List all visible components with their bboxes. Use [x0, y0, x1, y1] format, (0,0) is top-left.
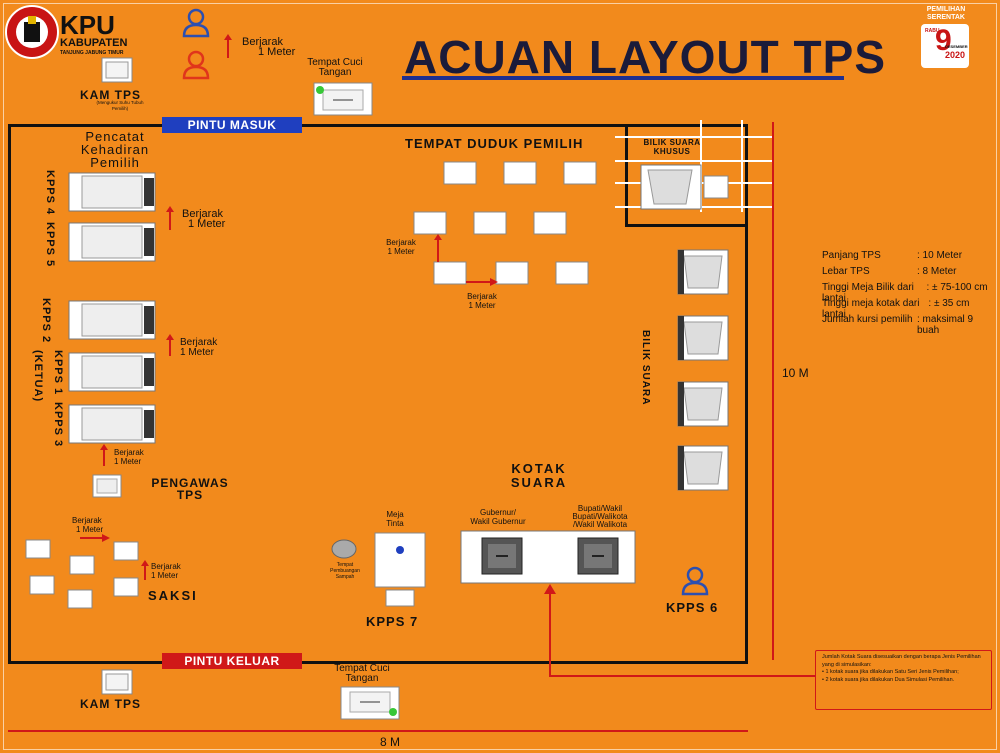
note-intro: Jumlah Kotak Suara disesuaikan dengan be…: [822, 654, 981, 668]
saksi-label: SAKSI: [148, 588, 198, 603]
pintu-keluar-door: PINTU KELUAR: [162, 653, 302, 669]
berjarak-label: Berjarak 1 Meter: [151, 562, 181, 580]
kpu-kabupaten-text: KABUPATEN: [60, 37, 128, 49]
pencatat-label: Pencatat Kehadiran Pemilih: [80, 129, 150, 170]
distance-arrow-icon: [224, 34, 232, 58]
trash-bin-icon: [331, 539, 357, 559]
distance-arrow-icon: [100, 444, 108, 466]
berjarak-label: Berjarak 1 Meter: [182, 208, 226, 230]
sampah-label: Tempat Pembuangan Sampah: [330, 562, 360, 580]
kpps2-desk: [68, 300, 156, 340]
bilik-suara-label: BILIK SUARA: [640, 330, 651, 406]
cuci-tangan-top-label: Tempat Cuci Tangan: [307, 57, 363, 78]
kam-tps-top-desk: [101, 57, 133, 83]
kpu-logo-text: KPU: [60, 10, 115, 40]
kpps5-label: KPPS 5: [44, 222, 56, 268]
ten-m-line: [772, 122, 774, 660]
meter-top-label: 1 Meter: [258, 46, 296, 58]
bupati-label: Bupati/Wakil Bupati/Walikota /Wakil Wali…: [572, 504, 628, 529]
bilik-khusus-enclosure: [625, 124, 745, 227]
distance-arrow-icon: [80, 534, 110, 542]
kpps1-label: KPPS 1: [52, 350, 64, 396]
spec-row: Tinggi Meja Bilik dari lantai: ± 75-100 …: [822, 282, 988, 304]
pemilihan-serentak-badge: PEMILIHAN SERENTAK RABU 9 DESEMBER 2020: [915, 6, 977, 76]
note-bullet: • 2 kotak suara jika dilakukan Dua Simul…: [822, 676, 955, 683]
ballot-box-table: [460, 530, 636, 584]
ballot-note-box: Jumlah Kotak Suara disesuaikan dengan be…: [815, 650, 992, 710]
meja-tinta-desk: [374, 532, 426, 607]
ketua-label: (KETUA): [32, 350, 44, 403]
distance-arrow-icon: [166, 334, 174, 356]
spec-row: Panjang TPS: 10 Meter: [822, 250, 963, 261]
kpps7-label: KPPS 7: [366, 614, 419, 629]
spec-row: Jumlah kursi pemilih: maksimal 9 buah: [822, 314, 974, 336]
pintu-masuk-door: PINTU MASUK: [162, 117, 302, 133]
bilik-khusus-booth: [640, 164, 729, 210]
distance-arrow-icon: [434, 234, 442, 262]
kam-tps-top-note: (Mengukur Suhu Tubuh Pemilih): [96, 100, 144, 111]
distance-arrow-icon: [166, 206, 174, 230]
kpps2-label: KPPS 2: [40, 298, 52, 344]
tempat-duduk-label: TEMPAT DUDUK PEMILIH: [405, 136, 584, 151]
eight-m-line: [8, 730, 748, 732]
berjarak-label: Berjarak 1 Meter: [180, 337, 218, 358]
kpps1-desk: [68, 352, 156, 392]
voter-seats: [413, 161, 597, 285]
partition-post-2: [741, 120, 743, 212]
ballot-note-arrow: [544, 584, 815, 677]
distance-arrow-icon: [141, 560, 149, 580]
kpps3-desk: [68, 404, 156, 444]
partition-line-1: [615, 136, 773, 138]
berjarak-label: Berjarak 1 Meter: [72, 516, 104, 534]
outer-frame: [3, 3, 997, 750]
kam-tps-bottom-label: KAM TPS: [80, 697, 141, 711]
kam-tps-bottom-desk: [101, 669, 133, 695]
ten-m-label: 10 M: [782, 366, 809, 380]
gubernur-label: Gubernur/ Wakil Gubernur: [470, 508, 526, 526]
eight-m-label: 8 M: [380, 735, 401, 749]
specs-list: Panjang TPS: 10 Meter Lebar TPS: 8 Meter…: [822, 250, 997, 336]
berjarak-label: Berjarak 1 Meter: [114, 448, 144, 466]
person-red-icon: [182, 50, 210, 80]
handwash-station-bottom: [340, 686, 400, 720]
person-blue-icon: [681, 566, 709, 596]
partition-line-2: [615, 160, 773, 162]
bilik-suara-booths: [677, 249, 729, 491]
kpps5-desk: [68, 222, 156, 262]
spec-row: Tinggi meja kotak dari lantai: ± 35 cm: [822, 298, 970, 320]
kpps4-desk: [68, 172, 156, 212]
pengawas-label: PENGAWAS TPS: [151, 476, 229, 502]
title-underline: [402, 76, 844, 80]
handwash-station-top: [313, 82, 373, 116]
pengawas-desk: [92, 474, 122, 498]
kpps6-label: KPPS 6: [666, 600, 719, 615]
spec-row: Lebar TPS: 8 Meter: [822, 266, 957, 277]
note-bullet: • 1 kotak suara jika dilakukan Satu Seri…: [822, 669, 959, 675]
kpps4-label: KPPS 4: [44, 170, 56, 216]
cuci-tangan-bottom-label: Tempat Cuci Tangan: [334, 663, 390, 684]
kpps3-label: KPPS 3: [52, 402, 64, 448]
kpu-region-text: TANJUNG JABUNG TIMUR: [60, 50, 124, 56]
kam-tps-top-label: KAM TPS: [80, 88, 141, 102]
tps-room-wall: [8, 124, 748, 664]
kotak-suara-label: KOTAK SUARA: [510, 461, 568, 490]
meja-tinta-label: Meja Tinta: [386, 510, 404, 528]
distance-arrow-icon: [466, 278, 498, 286]
page-title: ACUAN LAYOUT TPS: [404, 31, 886, 83]
berjarak-top-label: Berjarak: [242, 36, 283, 48]
person-blue-icon: [182, 8, 210, 38]
berjarak-label: Berjarak 1 Meter: [467, 292, 497, 310]
bilik-khusus-label: BILIK SUARA KHUSUS: [643, 138, 701, 156]
saksi-chairs: [25, 539, 139, 609]
berjarak-label: Berjarak 1 Meter: [386, 238, 416, 256]
kpu-logo: [4, 4, 60, 60]
